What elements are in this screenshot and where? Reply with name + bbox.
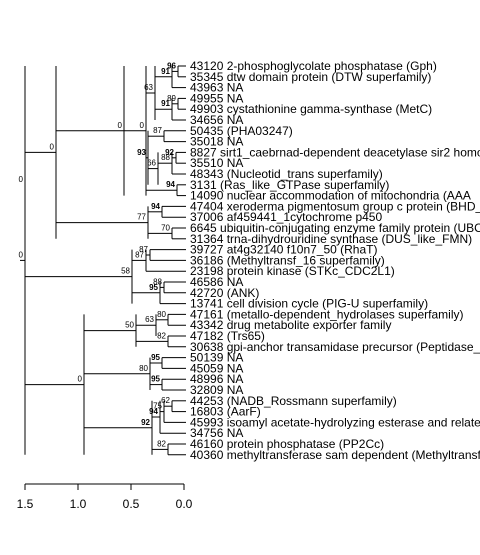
leaf-label: 50435 (PHA03247) [190,124,293,138]
axis-tick-label: 1.5 [17,497,34,511]
support-value: 96 [167,61,176,70]
support-value: 0 [19,175,24,184]
support-value: 94 [151,202,160,211]
support-value: 63 [145,315,154,324]
support-value: 91 [161,99,170,108]
support-value: 87 [153,126,162,135]
leaf-label: 37006 af459441_1cytochrome p450 [190,210,382,224]
support-values: 9691899163879288669394009470770878788955… [19,61,177,448]
support-value: 77 [137,213,146,222]
leaf-label: 43963 NA [190,81,243,95]
support-value: 66 [147,159,156,168]
leaf-label: 34656 NA [190,113,243,127]
leaf-label: 35345 dtw domain protein (DTW superfamil… [190,70,431,84]
axis-tick-label: 0.0 [176,497,193,511]
leaf-label: 16803 (AarF) [190,405,261,419]
support-value: 88 [153,277,162,286]
leaf-label: 50139 NA [190,351,243,365]
tree-edges [20,65,186,485]
support-value: 0 [50,142,55,151]
leaf-label: 47182 (Trs65) [190,329,265,343]
support-value: 80 [157,310,166,319]
leaf-label: 13741 cell division cycle (PIG-U superfa… [190,297,428,311]
support-value: 0 [118,121,123,130]
leaf-label: 3131 (Ras_like_GTPase superfamily) [190,178,389,192]
support-value: 92 [165,148,174,157]
support-value: 92 [141,418,150,427]
support-value: 63 [144,83,153,92]
support-value: 0 [140,121,145,130]
leaf-label: 48343 (Nucleotid_trans superfamily) [190,167,383,181]
leaf-label: 35510 NA [190,156,243,170]
leaf-label: 47404 xeroderma pigmentosum group c prot… [190,199,480,213]
leaf-label: 49903 cystathionine gamma-synthase (MetC… [190,102,432,116]
leaf-label: 46586 NA [190,275,243,289]
leaf-label: 31364 trna-dihydrouridine synthase (DUS_… [190,232,472,246]
leaf-label: 39727 at4g32140 f10n7_50 (RhaT) [190,243,377,257]
support-value: 82 [157,331,166,340]
support-value: 89 [167,94,176,103]
support-value: 95 [151,375,160,384]
leaf-label: 32809 NA [190,383,243,397]
leaf-label: 23198 protein kinase (STKc_CDC2L1) [190,264,395,278]
leaf-label: 43342 drug metabolite exporter family [190,318,391,332]
leaf-label: 40360 methyltransferase sam dependent (M… [190,448,480,462]
leaf-label: 8827 sirt1_caebrnad-dependent deacetylas… [190,145,480,159]
support-value: 94 [166,180,175,189]
support-value: 87 [139,245,148,254]
leaf-label: 45993 isoamyl acetate-hydrolyzing estera… [190,415,480,429]
support-value: 82 [157,439,166,448]
scale-axis: 1.5 1.0 0.5 0.0 [17,484,193,511]
leaf-label: 6645 ubiquitin-conjugating enzyme family… [190,221,480,235]
axis-tick-label: 0.5 [123,497,140,511]
leaf-label: 34756 NA [190,426,243,440]
leaf-label: 44253 (NADB_Rossmann superfamily) [190,394,397,408]
support-value: 91 [161,67,170,76]
support-value: 62 [161,396,170,405]
support-value: 93 [137,148,146,157]
support-value: 70 [161,223,170,232]
leaf-label: 48996 NA [190,372,243,386]
leaf-label: 14090 nuclear accommodation of mitochond… [190,189,471,203]
leaf-label: 49955 NA [190,91,243,105]
leaf-label: 35018 NA [190,135,243,149]
leaf-label: 30638 gpi-anchor transamidase precursor … [190,340,480,354]
support-value: 87 [135,250,144,259]
support-value: 0 [19,250,24,259]
support-value: 0 [78,375,83,384]
leaf-label: 36186 (Methyltransf_16 superfamily) [190,253,385,267]
leaf-label: 42720 (ANK) [190,286,259,300]
leaf-label: 45059 NA [190,361,243,375]
support-value: 95 [149,283,158,292]
support-value: 58 [121,267,130,276]
leaf-label: 47161 (metallo-dependent_hydrolases supe… [190,307,464,321]
leaf-label: 46160 protein phosphatase (PP2Cc) [190,437,384,451]
support-value: 95 [151,353,160,362]
leaf-label: 43120 2-phosphoglycolate phosphatase (Gp… [190,59,437,73]
support-value: 94 [149,407,158,416]
support-value: 88 [161,153,170,162]
leaf-labels: 43120 2-phosphoglycolate phosphatase (Gp… [190,59,480,462]
support-value: 80 [139,364,148,373]
support-value: 50 [125,321,134,330]
support-value: 75 [153,402,162,411]
axis-tick-label: 1.0 [70,497,87,511]
